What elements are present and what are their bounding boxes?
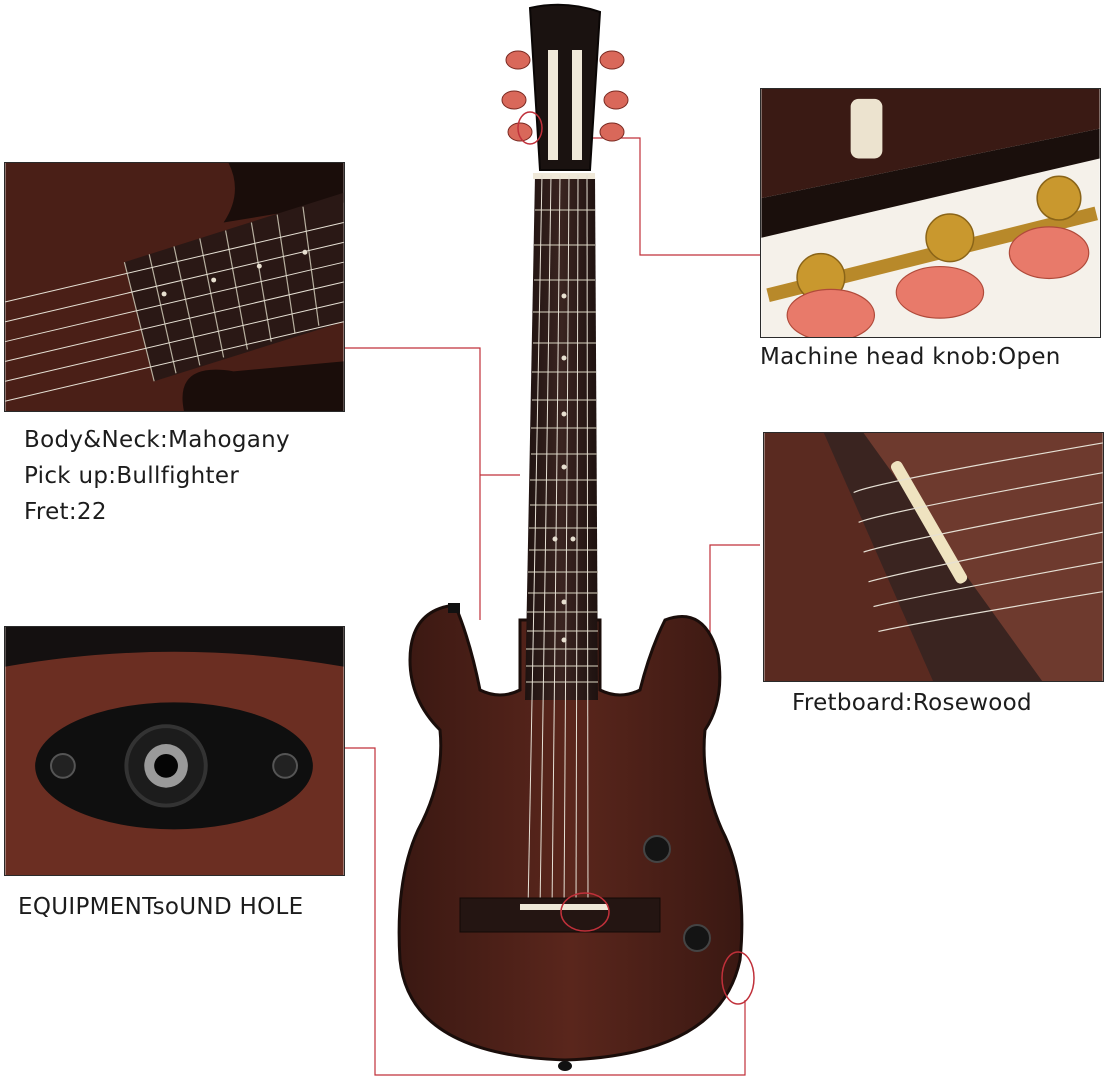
sound-hole-closeup: [4, 626, 345, 876]
volume-knob: [643, 835, 671, 863]
caption-machine-head: Machine head knob:Open: [760, 344, 1061, 370]
strings: [527, 174, 589, 911]
sound-hole-image: [5, 627, 344, 875]
body-neck-image: [5, 163, 344, 411]
machine-head-closeup: [760, 88, 1101, 338]
caption-fretboard: Fretboard:Rosewood: [792, 690, 1032, 716]
caption-pickup: Pick up:Bullfighter: [24, 463, 240, 489]
caption-body-neck: Body&Neck:Mahogany: [24, 427, 290, 453]
body-neck-closeup: [4, 162, 345, 412]
frets: [526, 209, 598, 683]
headstock: [528, 3, 602, 171]
fretboard-closeup: [763, 432, 1104, 682]
machine-head-image: [761, 89, 1100, 337]
tone-knob: [683, 924, 711, 952]
fret-markers: [552, 293, 576, 643]
caption-sound-hole: EQUIPMENTsoUND HOLE: [18, 894, 304, 920]
tuner-buttons: [501, 50, 629, 142]
body-neck-specs: Body&Neck:Mahogany Pick up:Bullfighter F…: [24, 422, 290, 530]
bridge: [459, 897, 661, 933]
fretboard-image: [764, 433, 1103, 681]
neck: [525, 175, 598, 700]
caption-fret: Fret:22: [24, 499, 107, 525]
guitar-body: [397, 603, 744, 1062]
callout-lines: [345, 137, 760, 1076]
